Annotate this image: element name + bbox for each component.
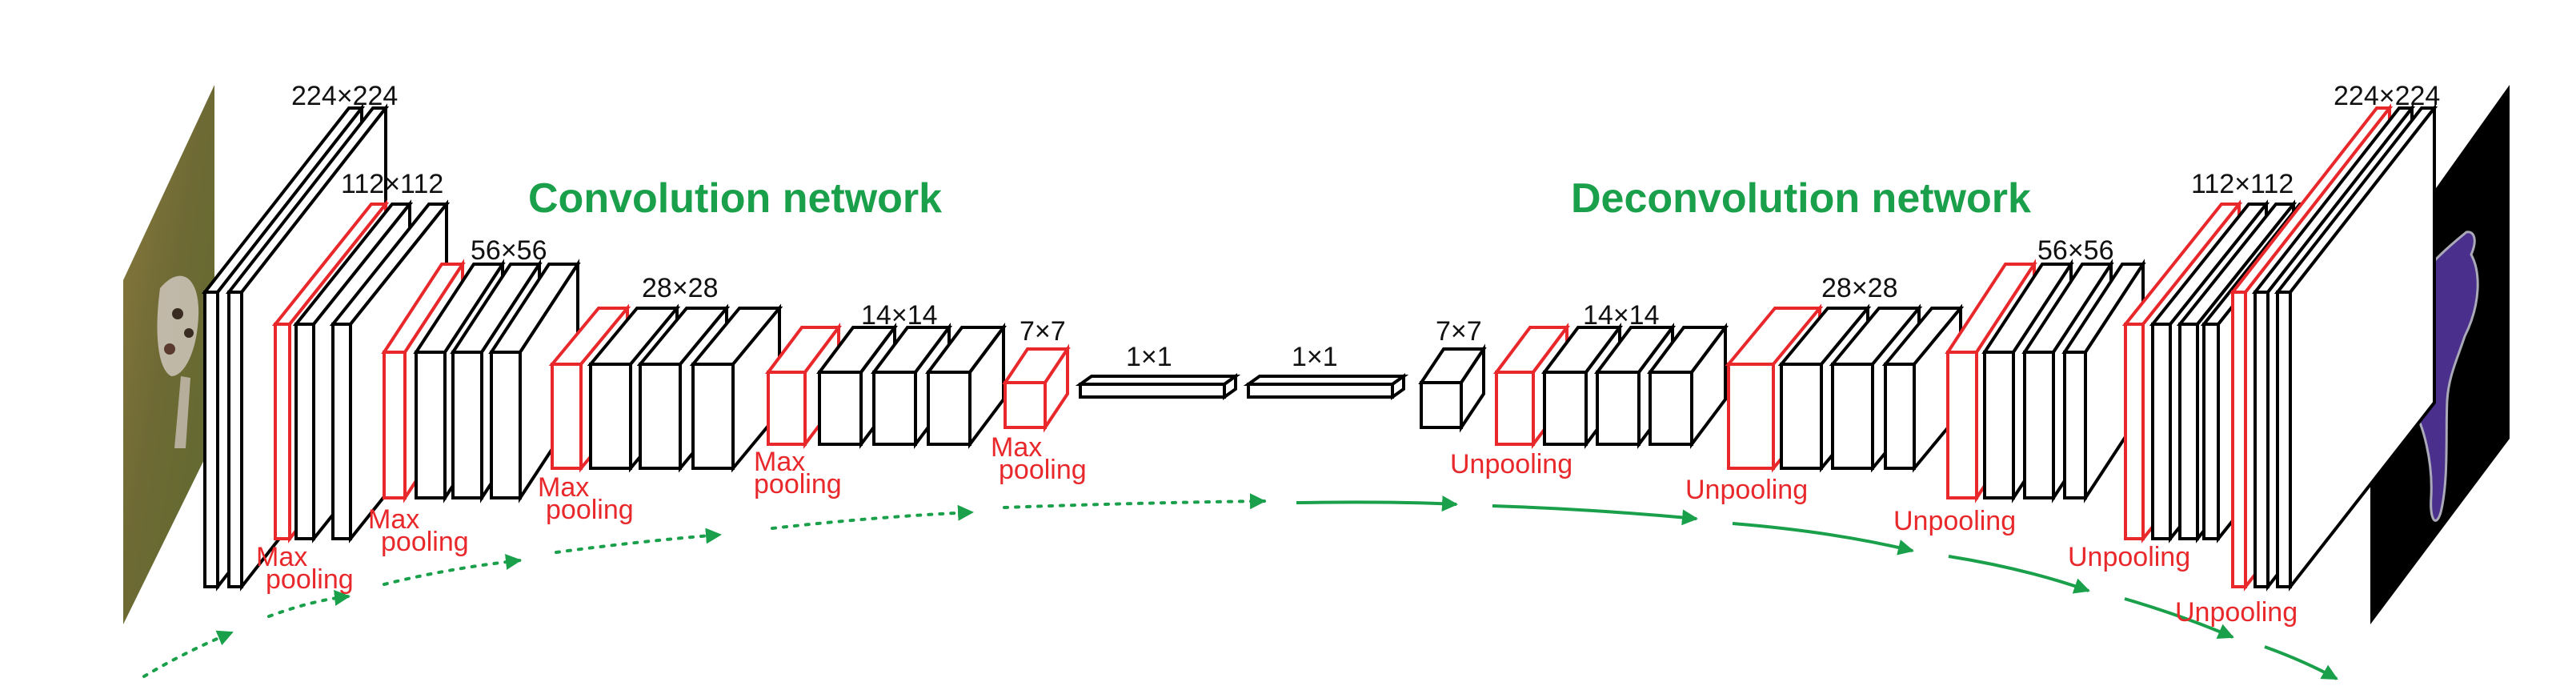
max-pooling-label-3-pooling: pooling	[546, 495, 634, 525]
layer-block-24	[1594, 323, 1676, 449]
flow-arrow-11	[2124, 597, 2234, 640]
unpooling-label-5: Unpooling	[2175, 597, 2298, 628]
max-pooling-label-1-pooling: pooling	[266, 564, 354, 595]
flow-arrow-5	[771, 504, 974, 530]
flow-arrow-9	[1732, 522, 1914, 556]
flow-arrow-12	[2264, 645, 2338, 680]
layer-block-18	[1002, 343, 1071, 433]
flow-arrow-8	[1492, 504, 1698, 526]
deconvolution-network-title: Deconvolution network	[1571, 175, 2031, 222]
dim-label-14-deconv: 14×14	[1583, 300, 1660, 331]
flow-arrow-10	[1948, 555, 2090, 594]
layer-block-9	[488, 259, 581, 503]
max-pooling-label-2-max: Max	[368, 504, 419, 535]
flow-arrow-7	[1296, 495, 1458, 512]
layer-block-19	[1075, 373, 1241, 400]
max-pooling-label-3-max: Max	[538, 472, 589, 503]
dim-label-56-deconv: 56×56	[2037, 235, 2114, 266]
dim-label-112-deconv: 112×112	[2191, 169, 2294, 199]
max-pooling-label-5-pooling: pooling	[999, 455, 1087, 485]
max-pooling-label-1-max: Max	[256, 542, 307, 572]
dim-label-56-conv: 56×56	[471, 235, 547, 266]
dim-label-112-conv: 112×112	[341, 169, 443, 199]
unpooling-label-1: Unpooling	[1450, 449, 1572, 479]
max-pooling-label-4-max: Max	[754, 447, 805, 477]
layer-block-25	[1647, 323, 1729, 449]
input-image	[123, 85, 214, 624]
layer-block-20	[1243, 373, 1409, 400]
unpooling-label-3: Unpooling	[1893, 506, 2016, 536]
flow-arrow-3	[383, 554, 522, 586]
flow-arrow-6	[1003, 493, 1266, 510]
dim-label-7-conv: 7×7	[1020, 316, 1066, 347]
dim-label-14-conv: 14×14	[861, 300, 938, 331]
dim-label-28-conv: 28×28	[642, 273, 719, 303]
layer-block-21	[1418, 343, 1487, 433]
unpooling-label-2: Unpooling	[1685, 475, 1808, 505]
dim-label-28-deconv: 28×28	[1821, 273, 1898, 303]
unpooling-label-4: Unpooling	[2068, 542, 2190, 572]
convolution-network-title: Convolution network	[528, 175, 942, 222]
max-pooling-label-2-pooling: pooling	[381, 527, 469, 557]
flow-arrow-1	[142, 630, 234, 678]
dim-label-224-deconv: 224×224	[2334, 81, 2440, 111]
flow-arrow-2	[267, 590, 351, 618]
layer-block-17	[925, 323, 1007, 449]
dim-label-224-conv: 224×224	[291, 81, 398, 111]
max-pooling-label-4-pooling: pooling	[754, 469, 842, 499]
dim-label-1-conv: 1×1	[1126, 342, 1172, 372]
dim-label-1-deconv: 1×1	[1292, 342, 1338, 372]
flow-arrow-4	[555, 528, 722, 554]
layer-block-13	[689, 303, 783, 473]
dim-label-7-deconv: 7×7	[1436, 316, 1482, 347]
layer-block-40	[2274, 103, 2438, 592]
max-pooling-label-5-max: Max	[991, 432, 1042, 463]
